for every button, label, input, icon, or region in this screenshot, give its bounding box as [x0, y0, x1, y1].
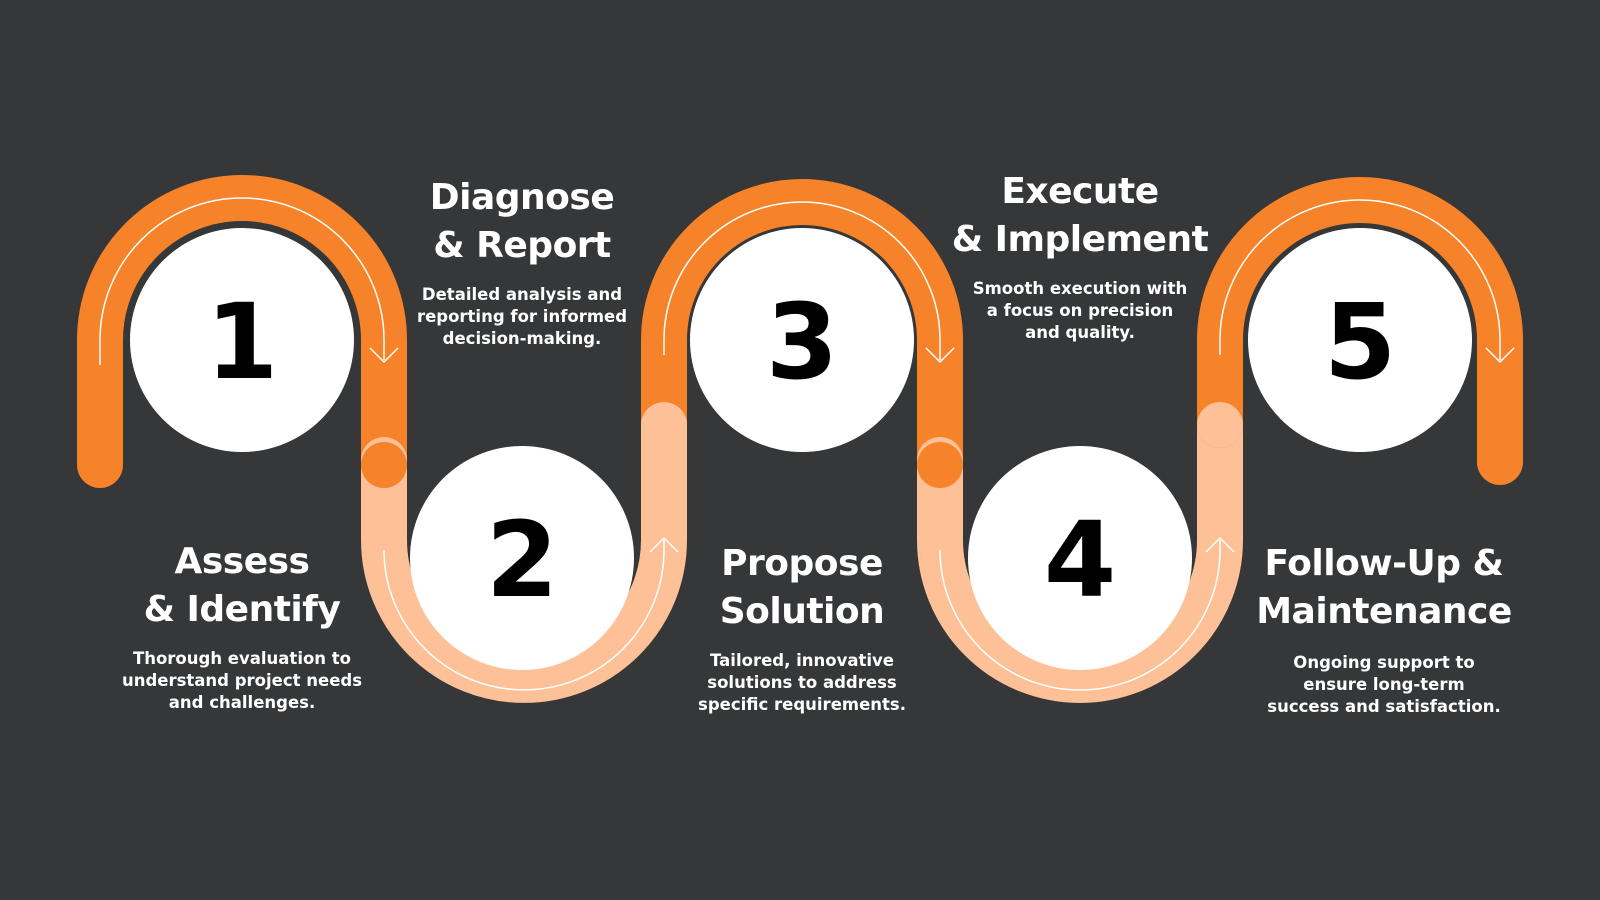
- step-circle: [690, 228, 914, 452]
- step-title: Follow-Up & Maintenance: [1256, 543, 1512, 632]
- step-circle: [968, 446, 1192, 670]
- joint-2-3: [641, 402, 687, 448]
- arrow-down-icon: [369, 347, 399, 364]
- valley-step-2: [361, 402, 687, 703]
- step-1-label: Assess & Identify Thorough evaluation to…: [92, 538, 392, 714]
- joint-1-2: [361, 442, 407, 488]
- step-4-label: Execute & Implement Smooth execution wit…: [922, 168, 1238, 344]
- step-3-node: 3: [690, 228, 914, 452]
- step-number: 3: [766, 281, 838, 403]
- guide-line-3: [663, 201, 941, 360]
- step-number: 4: [1044, 499, 1116, 621]
- arrow-down-icon: [925, 347, 955, 364]
- step-circle: [1248, 228, 1472, 452]
- step-2-label: Diagnose & Report Detailed analysis and …: [372, 174, 672, 350]
- step-description: Detailed analysis and reporting for info…: [416, 285, 628, 348]
- step-title: Propose Solution: [719, 543, 885, 632]
- guide-line-2: [383, 540, 665, 691]
- arrow-up-icon: [1205, 536, 1235, 553]
- step-title: Diagnose & Report: [429, 177, 615, 266]
- arrow-up-icon: [649, 536, 679, 553]
- step-circle: [130, 228, 354, 452]
- step-number: 5: [1324, 281, 1396, 403]
- guide-line-4: [939, 540, 1221, 691]
- step-number: 2: [486, 499, 558, 621]
- step-5-node: 5: [1248, 228, 1472, 452]
- step-3-label: Propose Solution Tailored, innovative so…: [652, 540, 952, 716]
- step-4-node: 4: [968, 446, 1192, 670]
- guide-line-5: [1219, 199, 1501, 360]
- step-circle: [410, 446, 634, 670]
- step-5-label: Follow-Up & Maintenance Ongoing support …: [1224, 540, 1544, 718]
- step-title: Execute & Implement: [951, 171, 1209, 260]
- step-description: Tailored, innovative solutions to addres…: [698, 651, 906, 714]
- joint-4-5: [1197, 402, 1243, 448]
- step-description: Smooth execution with a focus on precisi…: [972, 279, 1188, 342]
- step-description: Ongoing support to ensure long-term succ…: [1267, 653, 1501, 716]
- arrow-down-icon: [1485, 347, 1515, 364]
- step-title: Assess & Identify: [143, 541, 341, 630]
- step-description: Thorough evaluation to understand projec…: [121, 649, 363, 712]
- joint-3-4: [917, 442, 963, 488]
- valley-step-4: [917, 402, 1243, 703]
- step-1-node: 1: [130, 228, 354, 452]
- step-2-node: 2: [410, 446, 634, 670]
- guide-line-1: [99, 197, 385, 365]
- step-number: 1: [206, 281, 278, 403]
